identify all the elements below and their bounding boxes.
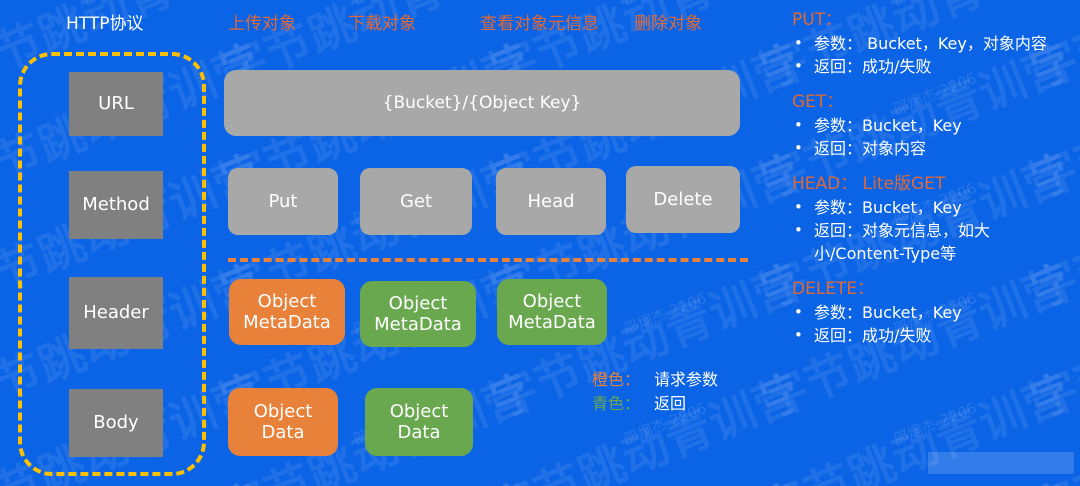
bottom-right-band [928, 452, 1074, 474]
api-block-0: PUT：参数： Bucket，Key，对象内容返回：成功/失败 [792, 8, 1076, 78]
api-reference-panel: PUT：参数： Bucket，Key，对象内容返回：成功/失败GET：参数：Bu… [792, 8, 1076, 347]
api-block-title-2: HEAD： Lite版GET [792, 174, 946, 194]
api-block-list-3: 参数：Bucket，Key返回：成功/失败 [792, 301, 1076, 347]
column-heading-0: HTTP协议 [66, 14, 144, 34]
api-bullet: 参数：Bucket，Key [792, 196, 1076, 219]
api-block-1: GET：参数：Bucket，Key返回：对象内容 [792, 90, 1076, 160]
api-bullet: 返回：成功/失败 [792, 324, 1076, 347]
box-line-1: Object [257, 290, 317, 312]
api-bullet: 参数： Bucket，Key，对象内容 [792, 32, 1076, 55]
box-line-2: MetaData [374, 314, 462, 335]
http-part-url: URL [69, 72, 163, 136]
api-block-list-2: 参数：Bucket，Key返回：对象元信息，如大小/Content-Type等 [792, 196, 1076, 265]
method-button-delete[interactable]: Delete [626, 166, 740, 233]
box-line-2: Data [397, 422, 441, 443]
api-block-3: DELETE：参数：Bucket，Key返回：成功/失败 [792, 277, 1076, 347]
http-part-header: Header [69, 277, 163, 349]
box-line-2: Data [261, 422, 305, 443]
box-line-1: Object [389, 400, 449, 422]
column-heading-1: 上传对象 [228, 14, 296, 34]
legend-row-0: 橙色： 请求参数 [592, 368, 718, 392]
api-block-list-0: 参数： Bucket，Key，对象内容返回：成功/失败 [792, 32, 1076, 78]
box-line-1: Object [388, 292, 448, 314]
method-button-head[interactable]: Head [496, 168, 606, 235]
api-block-title-1: GET： [792, 92, 844, 112]
api-block-title-0: PUT： [792, 10, 843, 30]
box-line-1: Object [253, 400, 313, 422]
box-line-1: Object [522, 290, 582, 312]
column-heading-3: 查看对象元信息 [480, 14, 599, 34]
column-heading-2: 下载对象 [348, 14, 416, 34]
api-bullet: 参数：Bucket，Key [792, 301, 1076, 324]
api-block-list-1: 参数：Bucket，Key返回：对象内容 [792, 114, 1076, 160]
http-protocol-group-outline [18, 52, 206, 476]
legend-row-1: 青色： 返回 [592, 392, 718, 416]
api-block-2: HEAD： Lite版GET参数：Bucket，Key返回：对象元信息，如大小/… [792, 172, 1076, 265]
url-path-bar: {Bucket}/{Object Key} [224, 70, 740, 136]
color-legend: 橙色： 请求参数青色： 返回 [592, 368, 718, 416]
api-bullet: 返回：对象内容 [792, 137, 1076, 160]
box-line-2: MetaData [508, 312, 596, 333]
legend-key-1: 青色： [592, 394, 641, 413]
method-button-get[interactable]: Get [360, 168, 472, 235]
legend-value-1: 返回 [654, 394, 687, 413]
legend-value-0: 请求参数 [654, 370, 719, 389]
legend-key-0: 橙色： [592, 370, 641, 389]
header-body-separator [228, 258, 748, 262]
method-button-put[interactable]: Put [228, 168, 338, 235]
column-heading-4: 删除对象 [634, 14, 702, 34]
box-line-2: MetaData [243, 312, 331, 333]
api-bullet: 返回：成功/失败 [792, 55, 1076, 78]
api-block-title-3: DELETE： [792, 279, 875, 299]
http-part-method: Method [69, 171, 163, 239]
api-bullet: 参数：Bucket，Key [792, 114, 1076, 137]
http-part-body: Body [69, 389, 163, 457]
api-bullet: 返回：对象元信息，如大小/Content-Type等 [792, 219, 1076, 265]
